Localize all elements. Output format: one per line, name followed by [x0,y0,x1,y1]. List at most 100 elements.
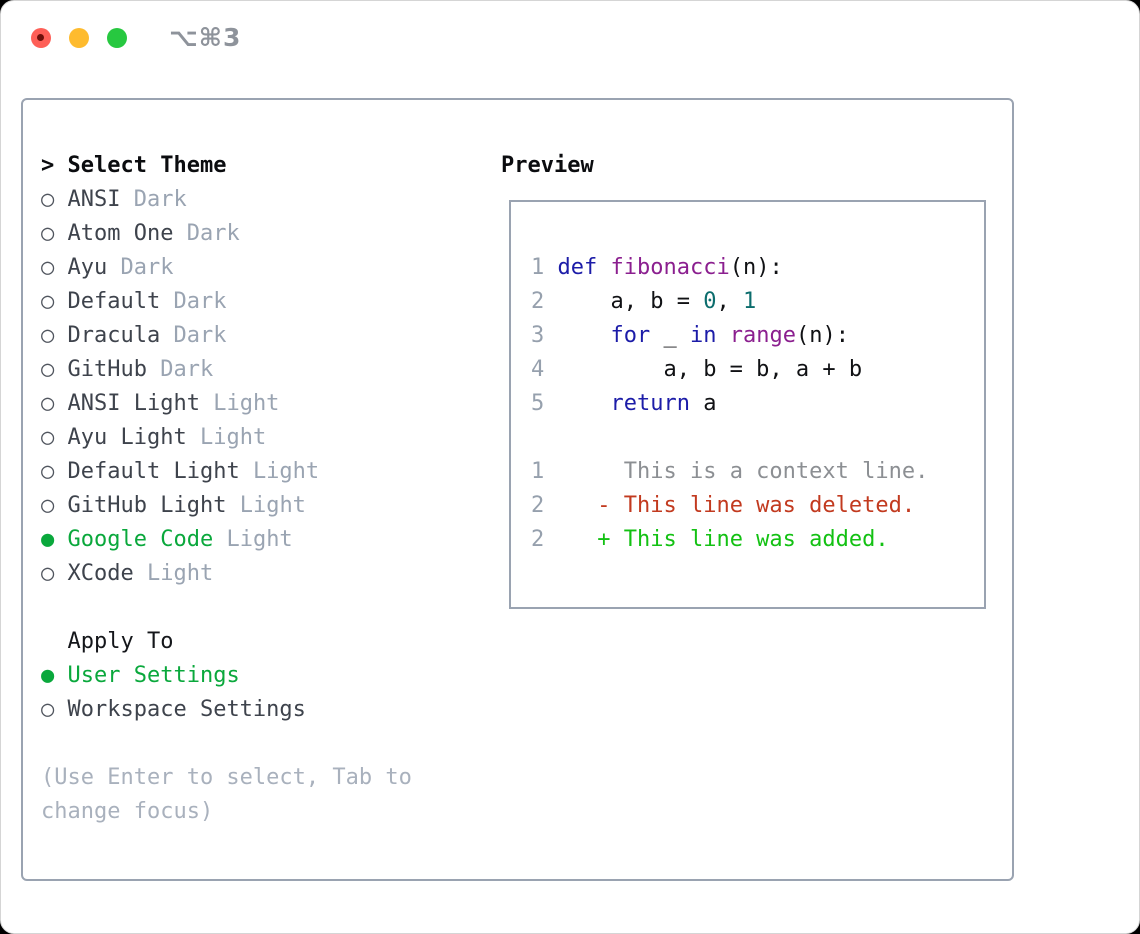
radio-icon: ○ [41,391,55,416]
code-token: (n): [729,255,783,280]
close-button[interactable] [31,28,51,48]
line-number: 3 [531,323,545,348]
diff-line-deleted: 2 - This line was deleted. [531,489,984,523]
theme-option-github[interactable]: ○ GitHub Dark [41,353,491,387]
theme-variant-badge: Light [252,459,320,484]
theme-list-title: Select Theme [67,153,227,178]
theme-option-label: GitHub Light [67,493,227,518]
theme-option-default-light[interactable]: ○ Default Light Light [41,455,491,489]
theme-variant-badge: Dark [133,187,187,212]
theme-option-ayu[interactable]: ○ Ayu Dark [41,251,491,285]
radio-icon: ○ [41,289,55,314]
theme-option-label: Default [67,289,161,314]
line-number: 2 [531,527,545,552]
code-token: 1 [742,289,757,314]
theme-variant-badge: Dark [160,357,214,382]
theme-variant-badge: Dark [186,221,240,246]
theme-variant-badge: Light [199,425,267,450]
theme-option-xcode[interactable]: ○ XCode Light [41,557,491,591]
code-line: 1 def fibonacci(n): [531,251,984,285]
zoom-button[interactable] [107,28,127,48]
diff-prefix: + [544,527,624,552]
radio-icon: ○ [41,255,55,280]
theme-option-dracula[interactable]: ○ Dracula Dark [41,319,491,353]
diff-line-context: 1 This is a context line. [531,455,984,489]
theme-option-label: Dracula [67,323,161,348]
apply-option-workspace-settings[interactable]: ○ Workspace Settings [41,693,491,727]
spacer [531,421,984,455]
theme-option-google-code[interactable]: ● Google Code Light [41,523,491,557]
code-line: 3 for _ in range(n): [531,319,984,353]
apply-option-label: User Settings [67,663,240,688]
code-token: (n): [795,323,849,348]
radio-icon: ○ [41,697,55,722]
radio-icon: ○ [41,425,55,450]
apply-option-label: Workspace Settings [67,697,306,722]
code-token: range [729,323,796,348]
code-token: return [610,391,690,416]
theme-option-ansi-light[interactable]: ○ ANSI Light Light [41,387,491,421]
diff-text: This is a context line. [544,459,929,484]
theme-option-label: ANSI Light [67,391,200,416]
code-token [558,323,611,348]
theme-variant-badge: Dark [173,323,227,348]
code-token: a, b = b, a + b [557,357,863,382]
selected-radio-icon: ● [41,527,55,552]
window-title: ⌥⌘3 [169,23,242,52]
code-token: _ [650,323,690,348]
theme-variant-badge: Dark [173,289,227,314]
apply-to-title: Apply To [67,629,174,654]
theme-option-label: ANSI [67,187,121,212]
theme-variant-badge: Light [213,391,280,416]
code-token: a [689,391,717,416]
diff-line-text: This line was added. [623,527,889,552]
code-token: fibonacci [610,255,730,280]
code-token: , [716,289,743,314]
theme-option-default[interactable]: ○ Default Dark [41,285,491,319]
diff-prefix [544,459,623,484]
line-number: 2 [531,289,545,314]
line-number: 5 [531,391,545,416]
preview-header: Preview [501,153,594,178]
titlebar: ⌥⌘3 [1,1,1139,75]
line-number: 1 [531,255,545,280]
theme-variant-badge: Dark [120,255,174,280]
code-token: a, b = [557,289,704,314]
theme-option-github-light[interactable]: ○ GitHub Light Light [41,489,491,523]
theme-variant-badge: Light [239,493,306,518]
theme-option-label: Atom One [67,221,174,246]
theme-option-atom-one[interactable]: ○ Atom One Dark [41,217,491,251]
radio-icon: ○ [41,187,55,212]
code-token: for [610,323,651,348]
code-token [597,255,610,280]
theme-option-label: Default Light [67,459,240,484]
theme-option-label: Ayu Light [67,425,187,450]
radio-icon: ○ [41,459,55,484]
code-line: 5 return a [531,387,984,421]
theme-option-ayu-light[interactable]: ○ Ayu Light Light [41,421,491,455]
main-panel: > Select Theme○ ANSI Dark○ Atom One Dark… [21,98,1014,881]
theme-option-ansi[interactable]: ○ ANSI Dark [41,183,491,217]
code-line: 2 a, b = 0, 1 [531,285,984,319]
spacer [41,727,491,761]
code-token: 0 [703,289,717,314]
apply-option-user-settings[interactable]: ● User Settings [41,659,491,693]
radio-icon: ○ [41,323,55,348]
radio-icon: ○ [41,357,55,382]
theme-variant-badge: Light [146,561,214,586]
theme-option-label: Ayu [67,255,108,280]
theme-list-header: > Select Theme [41,149,491,183]
diff-text: - This line was deleted. [544,493,915,518]
diff-line-text: This is a context line. [623,459,929,484]
apply-to-header: Apply To [41,625,491,659]
radio-icon: ○ [41,493,55,518]
diff-prefix: - [544,493,624,518]
code-token [558,391,611,416]
theme-list: > Select Theme○ ANSI Dark○ Atom One Dark… [41,149,491,829]
line-number: 4 [531,357,545,382]
code-line: 4 a, b = b, a + b [531,353,984,387]
minimize-button[interactable] [69,28,89,48]
